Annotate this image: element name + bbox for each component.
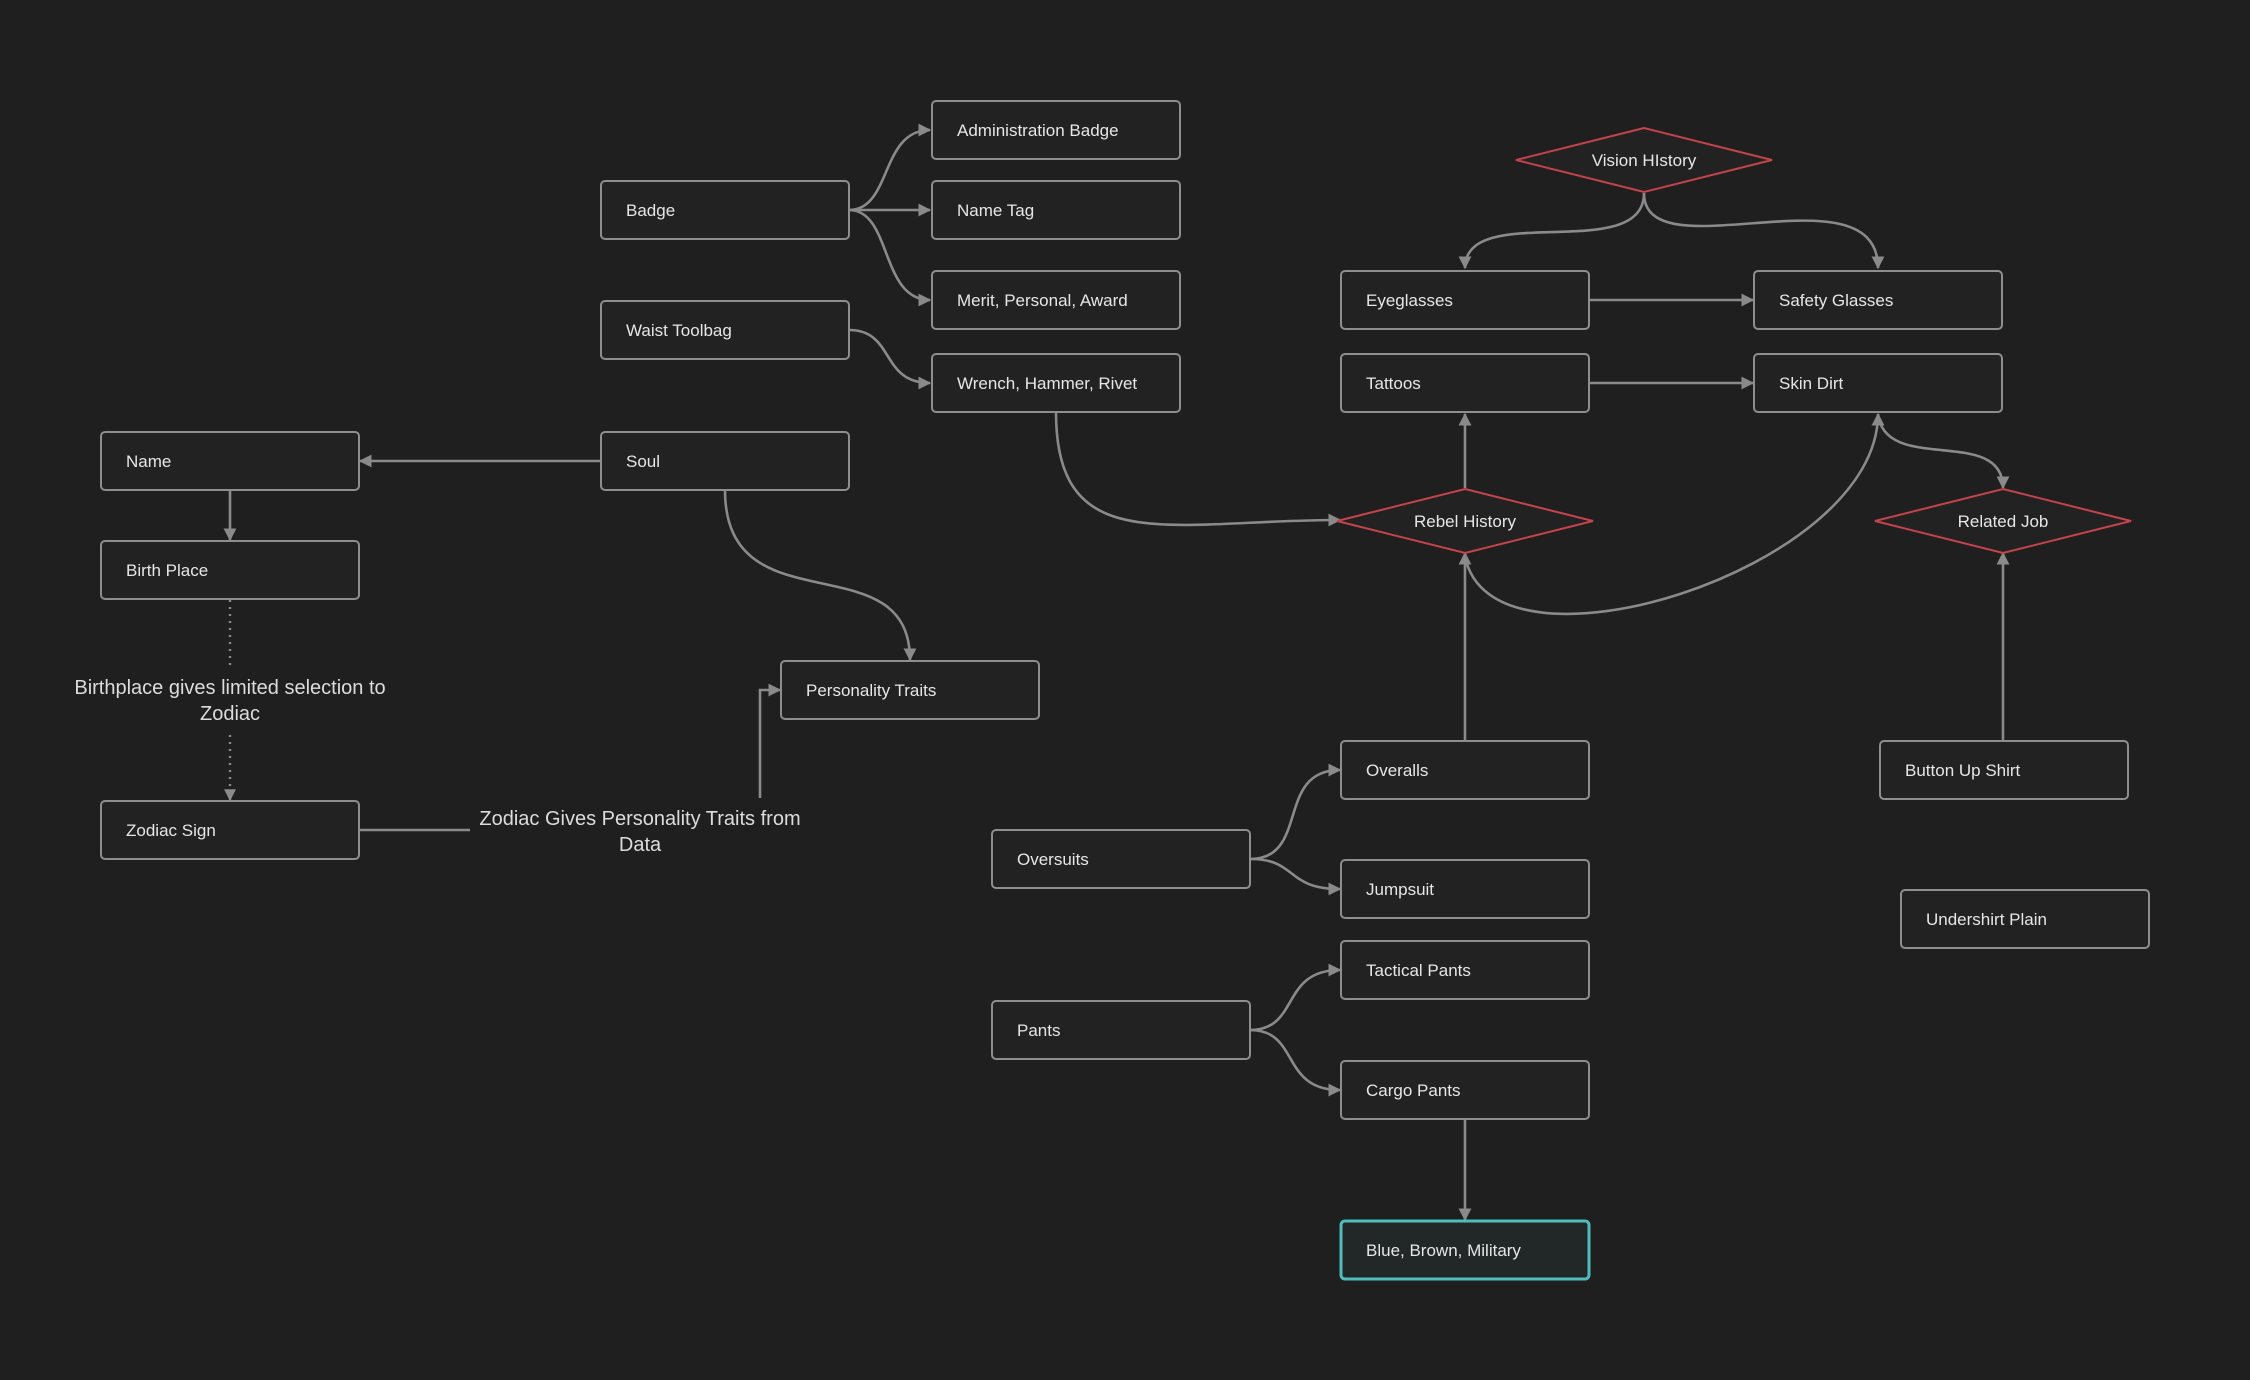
node-birth-place-label: Birth Place xyxy=(126,561,208,580)
node-administration-badge-label: Administration Badge xyxy=(957,121,1119,140)
node-tactical-pants[interactable]: Tactical Pants xyxy=(1340,940,1590,1000)
node-soul[interactable]: Soul xyxy=(600,431,850,491)
edge-oversuits-to-jumpsuit xyxy=(1249,857,1342,896)
edge-note-to-personality xyxy=(758,683,782,798)
edge-badge-to-merit xyxy=(848,208,932,307)
edge-oversuits-to-overalls xyxy=(1249,763,1342,861)
node-button-up-shirt-label: Button Up Shirt xyxy=(1905,761,2021,780)
node-name-tag[interactable]: Name Tag xyxy=(931,180,1181,240)
node-safety-glasses[interactable]: Safety Glasses xyxy=(1753,270,2003,330)
node-related-job-label: Related Job xyxy=(1958,512,2049,531)
node-undershirt-plain-label: Undershirt Plain xyxy=(1926,910,2047,929)
node-tactical-pants-label: Tactical Pants xyxy=(1366,961,1471,980)
node-skin-dirt-label: Skin Dirt xyxy=(1779,374,1844,393)
node-related-job[interactable]: Related Job xyxy=(1874,487,2132,555)
node-merit-personal-award-label: Merit, Personal, Award xyxy=(957,291,1128,310)
node-pants[interactable]: Pants xyxy=(991,1000,1251,1060)
node-cargo-pants-label: Cargo Pants xyxy=(1366,1081,1461,1100)
edge-badge-to-administration-badge xyxy=(848,123,932,212)
edge-rebel-to-skindirt xyxy=(1463,412,1885,616)
node-blue-brown-military-label: Blue, Brown, Military xyxy=(1366,1241,1521,1260)
node-undershirt-plain[interactable]: Undershirt Plain xyxy=(1900,889,2150,949)
node-cargo-pants[interactable]: Cargo Pants xyxy=(1340,1060,1590,1120)
note-zodiac-personality[interactable]: Zodiac Gives Personality Traits from Dat… xyxy=(479,808,801,856)
edge-pants-to-tactical xyxy=(1249,963,1342,1032)
node-wrench-hammer-rivet-label: Wrench, Hammer, Rivet xyxy=(957,374,1137,393)
node-personality-traits[interactable]: Personality Traits xyxy=(780,660,1040,720)
node-administration-badge[interactable]: Administration Badge xyxy=(931,100,1181,160)
node-waist-toolbag-label: Waist Toolbag xyxy=(626,321,732,340)
node-name[interactable]: Name xyxy=(100,431,360,491)
note-birthplace-zodiac[interactable]: Birthplace gives limited selection to Zo… xyxy=(74,677,386,725)
node-tattoos[interactable]: Tattoos xyxy=(1340,353,1590,413)
node-soul-label: Soul xyxy=(626,452,660,471)
node-rebel-history-label: Rebel History xyxy=(1414,512,1517,531)
node-oversuits[interactable]: Oversuits xyxy=(991,829,1251,889)
node-personality-traits-label: Personality Traits xyxy=(806,681,936,700)
edge-wrench-to-rebel xyxy=(1054,411,1342,527)
node-button-up-shirt[interactable]: Button Up Shirt xyxy=(1879,740,2129,800)
node-wrench-hammer-rivet[interactable]: Wrench, Hammer, Rivet xyxy=(931,353,1181,413)
node-safety-glasses-label: Safety Glasses xyxy=(1779,291,1893,310)
node-eyeglasses-label: Eyeglasses xyxy=(1366,291,1453,310)
node-overalls[interactable]: Overalls xyxy=(1340,740,1590,800)
edge-skindirt-to-relatedjob xyxy=(1876,413,2010,490)
node-rebel-history[interactable]: Rebel History xyxy=(1336,487,1594,555)
node-jumpsuit[interactable]: Jumpsuit xyxy=(1340,859,1590,919)
node-oversuits-label: Oversuits xyxy=(1017,850,1089,869)
node-name-tag-label: Name Tag xyxy=(957,201,1034,220)
edge-toolbag-to-wrench xyxy=(848,328,932,390)
node-pants-label: Pants xyxy=(1017,1021,1060,1040)
node-badge-label: Badge xyxy=(626,201,675,220)
node-tattoos-label: Tattoos xyxy=(1366,374,1421,393)
node-vision-history-label: Vision HIstory xyxy=(1592,151,1697,170)
edge-vision-to-eyeglasses xyxy=(1458,192,1646,270)
node-jumpsuit-label: Jumpsuit xyxy=(1366,880,1434,899)
node-vision-history[interactable]: Vision HIstory xyxy=(1515,126,1773,194)
node-birth-place[interactable]: Birth Place xyxy=(100,540,360,600)
node-badge[interactable]: Badge xyxy=(600,180,850,240)
node-eyeglasses[interactable]: Eyeglasses xyxy=(1340,270,1590,330)
node-waist-toolbag[interactable]: Waist Toolbag xyxy=(600,300,850,360)
edge-vision-to-safety xyxy=(1642,192,1885,270)
node-merit-personal-award[interactable]: Merit, Personal, Award xyxy=(931,270,1181,330)
node-zodiac-sign[interactable]: Zodiac Sign xyxy=(100,800,360,860)
node-overalls-label: Overalls xyxy=(1366,761,1428,780)
node-blue-brown-military[interactable]: Blue, Brown, Military xyxy=(1339,1219,1591,1281)
node-skin-dirt[interactable]: Skin Dirt xyxy=(1753,353,2003,413)
node-name-label: Name xyxy=(126,452,171,471)
edge-pants-to-cargo xyxy=(1249,1028,1342,1097)
node-zodiac-sign-label: Zodiac Sign xyxy=(126,821,216,840)
edge-soul-to-personality xyxy=(723,489,917,662)
